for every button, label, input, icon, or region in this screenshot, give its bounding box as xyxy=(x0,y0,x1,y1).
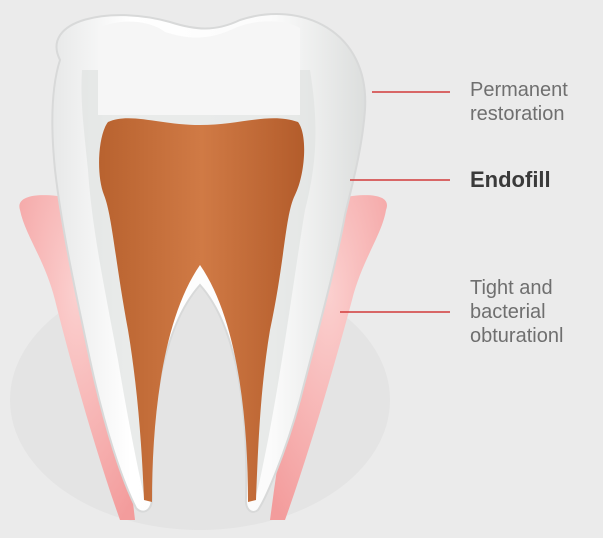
label-endofill: Endofill xyxy=(470,168,551,192)
label-permanent-restoration: Permanent restoration xyxy=(470,78,568,126)
label-tight-obturation: Tight and bacterial obturationl xyxy=(470,276,563,348)
